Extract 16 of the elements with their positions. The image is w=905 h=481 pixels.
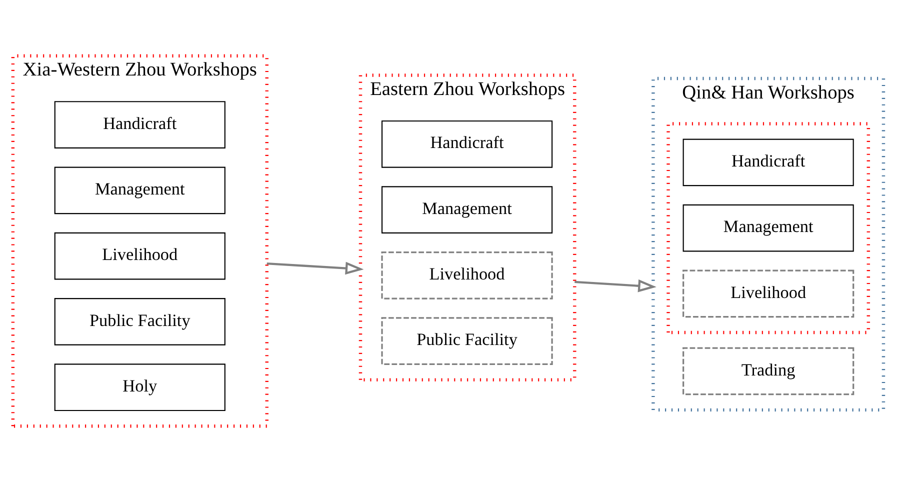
node-box: Management <box>54 166 226 214</box>
node-box: Public Facility <box>54 298 226 345</box>
node-box: Management <box>682 204 854 252</box>
arrow <box>266 261 364 274</box>
node-box: Livelihood <box>381 251 553 299</box>
node-box: Holy <box>54 363 226 411</box>
node-box: Handicraft <box>682 138 854 186</box>
node-box: Handicraft <box>381 120 553 168</box>
node-box: Public Facility <box>381 316 553 365</box>
cluster <box>666 122 870 334</box>
node-box: Management <box>381 186 553 233</box>
node-box: Trading <box>682 346 854 395</box>
node-box: Livelihood <box>54 232 226 280</box>
node-box: Handicraft <box>54 100 226 148</box>
node-box: Livelihood <box>682 269 854 318</box>
arrow <box>574 278 656 292</box>
